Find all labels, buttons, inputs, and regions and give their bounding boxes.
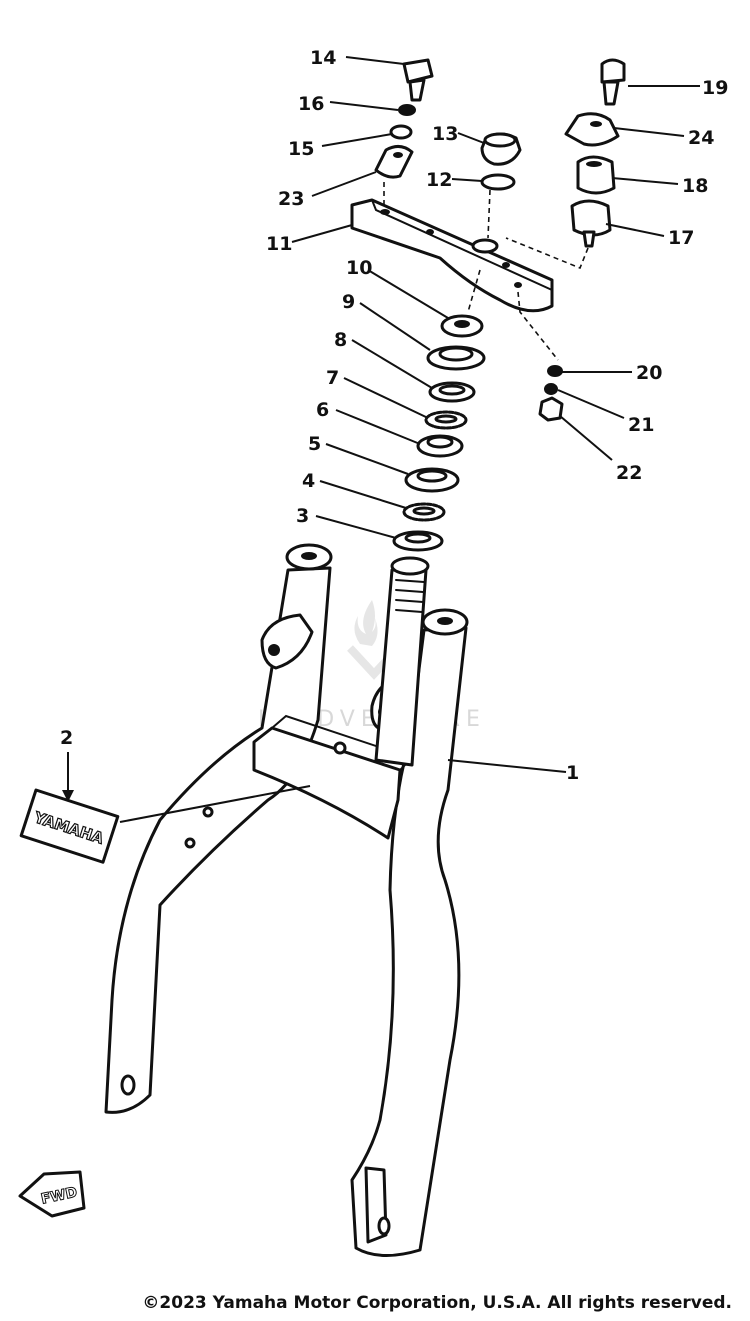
part-labels: 14 16 15 23 11 13 12 19 24 18 17 10 9 8 … [60,47,728,784]
part-1-fork-bracket [104,543,469,1258]
part-10-ring-nut [440,314,484,338]
label-7: 7 [326,367,339,389]
part-3-race [392,530,444,552]
label-21: 21 [628,414,654,436]
label-20: 20 [636,362,662,384]
label-15: 15 [288,138,314,160]
label-4: 4 [302,470,315,492]
fwd-arrow-icon: FWD [18,1170,86,1218]
label-8: 8 [334,329,347,351]
label-24: 24 [688,127,714,149]
part-13-cap [480,132,522,166]
part-9-seal [426,345,486,371]
label-11: 11 [266,233,292,255]
label-14: 14 [310,47,336,69]
part-12-washer [480,173,516,191]
part-16-lock-washer [398,104,416,116]
label-12: 12 [426,169,452,191]
label-6: 6 [316,399,329,421]
part-5-race [404,467,460,493]
part-6-race [416,434,464,458]
label-3: 3 [296,505,309,527]
label-5: 5 [308,433,321,455]
copyright-notice: ©2023 Yamaha Motor Corporation, U.S.A. A… [142,1293,732,1313]
leader-lines [62,56,700,823]
label-17: 17 [668,227,694,249]
label-22: 22 [616,462,642,484]
part-8-race [428,381,476,403]
part-21-lock-washer [544,383,558,395]
label-9: 9 [342,291,355,313]
label-10: 10 [346,257,372,279]
part-23-holder [374,145,414,205]
part-24-clamp [564,112,620,147]
part-14-bolt [402,58,434,102]
part-7-ball-set [424,410,468,430]
part-20-washer [547,365,563,377]
part-11-top-bracket [350,198,554,313]
label-18: 18 [682,175,708,197]
part-15-washer [389,124,413,140]
label-13: 13 [432,123,458,145]
label-2: 2 [60,727,73,749]
part-18-clamp [576,155,616,195]
part-22-nut [538,396,564,422]
part-2-emblem: YAMAHA [19,788,120,864]
part-17-holder [505,199,612,270]
label-19: 19 [702,77,728,99]
part-4-ball-set [402,502,446,522]
label-16: 16 [298,93,324,115]
part-19-bolt [600,58,626,106]
label-1: 1 [566,762,579,784]
label-23: 23 [278,188,304,210]
